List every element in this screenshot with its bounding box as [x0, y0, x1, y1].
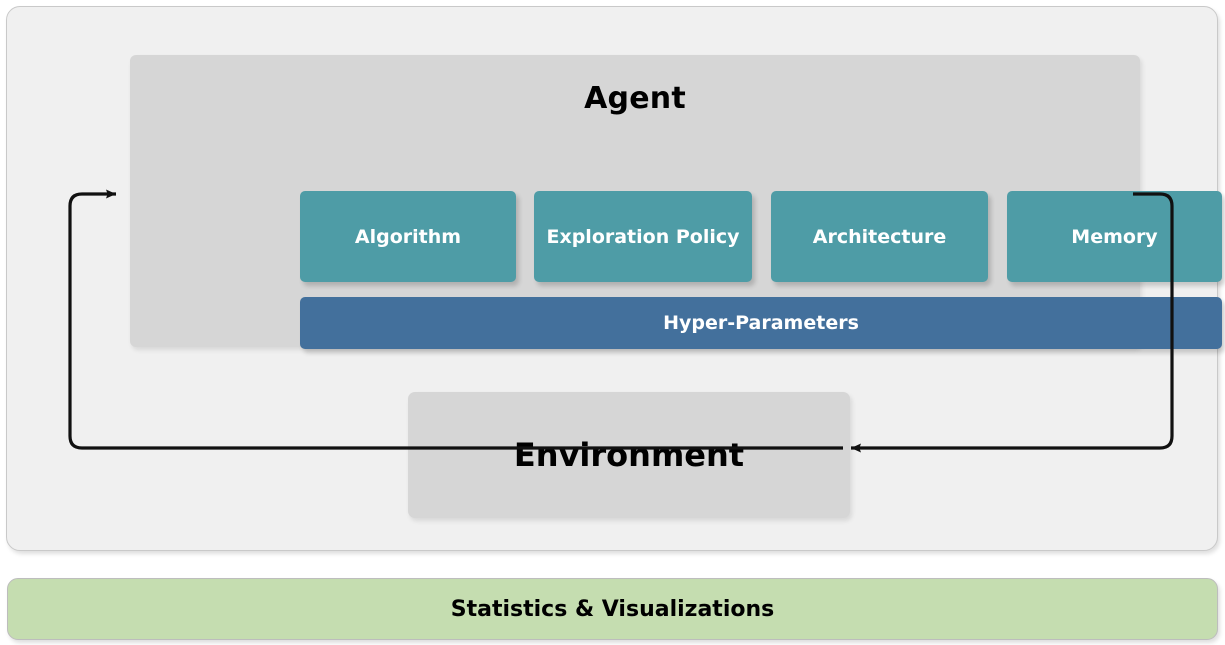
statistics-visualizations-bar[interactable]: Statistics & Visualizations	[7, 578, 1218, 640]
statistics-visualizations-label: Statistics & Visualizations	[450, 596, 775, 622]
agent-component-label: Exploration Policy	[546, 225, 740, 248]
agent-title: Agent	[584, 81, 686, 116]
agent-container[interactable]: Agent Algorithm Exploration Policy Archi…	[130, 55, 1222, 349]
agent-component-label: Algorithm	[354, 225, 462, 248]
agent-component-label: Memory	[1071, 225, 1158, 248]
environment-label: Environment	[513, 436, 745, 474]
agent-component-exploration-policy[interactable]: Exploration Policy	[534, 191, 752, 282]
agent-component-architecture[interactable]: Architecture	[771, 191, 988, 282]
agent-component-label: Architecture	[812, 225, 947, 248]
agent-component-memory[interactable]: Memory	[1007, 191, 1222, 282]
hyper-parameters-label: Hyper-Parameters	[663, 312, 859, 334]
agent-component-algorithm[interactable]: Algorithm	[300, 191, 516, 282]
environment-box[interactable]: Environment	[408, 392, 850, 518]
agent-environment-panel: Agent Algorithm Exploration Policy Archi…	[6, 6, 1222, 551]
hyper-parameters-bar[interactable]: Hyper-Parameters	[300, 297, 1222, 349]
